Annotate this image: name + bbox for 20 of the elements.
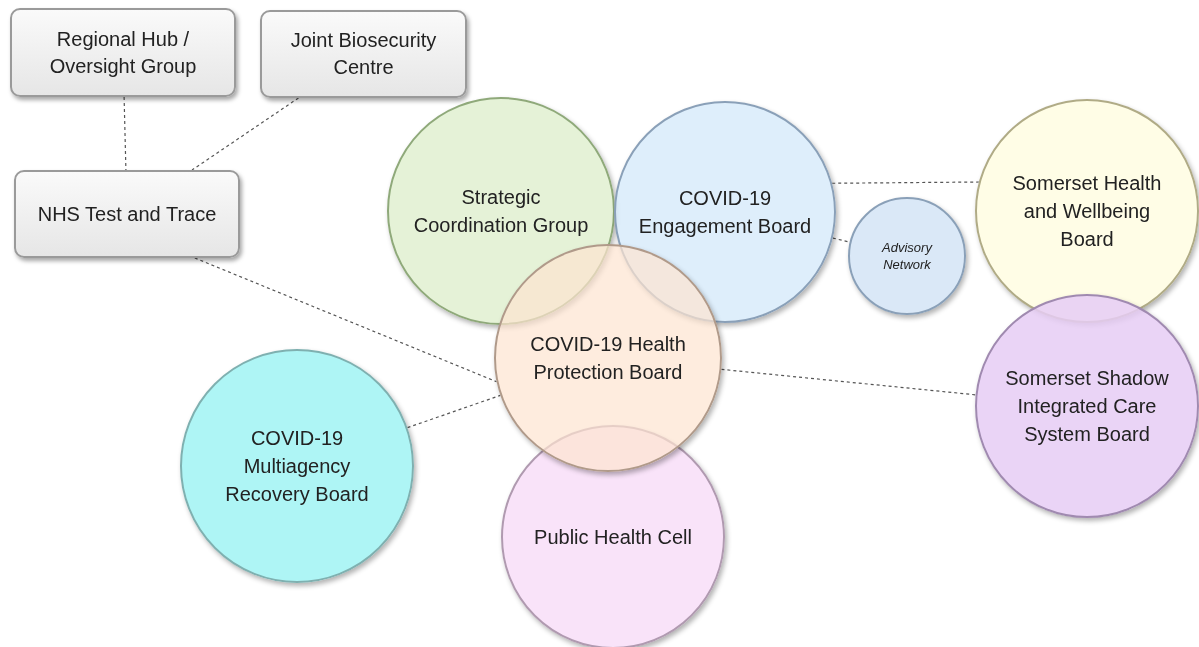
node-label: Joint Biosecurity Centre <box>289 28 438 80</box>
rounded-box <box>260 10 467 98</box>
node-label: Strategic Coordination Group <box>412 185 590 238</box>
rounded-box <box>10 8 236 97</box>
connector-line <box>123 96 127 171</box>
node-label: COVID-19 Engagement Board <box>637 186 813 239</box>
connector-line <box>194 257 498 383</box>
connector-line <box>720 368 977 396</box>
node-label: Regional Hub / Oversight Group <box>48 26 198 79</box>
rounded-box <box>14 170 240 258</box>
connector-line <box>191 97 300 171</box>
node-label: COVID-19 Multiagency Recovery Board <box>224 426 370 507</box>
node-label: NHS Test and Trace <box>37 201 217 227</box>
connector-line <box>831 181 980 184</box>
connector-line <box>406 394 501 429</box>
node-label: Somerset Shadow Integrated Care System Board <box>1004 366 1170 447</box>
node-label: Somerset Health and Wellbeing Board <box>1011 171 1163 252</box>
node-label: Public Health Cell <box>534 525 692 550</box>
node-label: COVID-19 Health Protection Board <box>529 332 687 385</box>
node-label: Advisory Network <box>880 239 934 273</box>
